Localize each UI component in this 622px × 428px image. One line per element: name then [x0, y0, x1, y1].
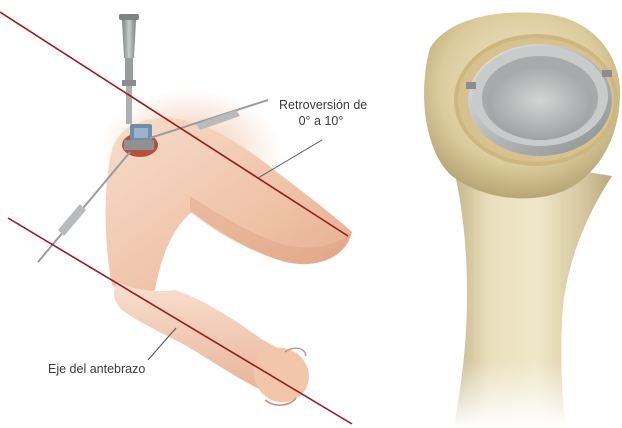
implant-notch-right — [602, 70, 612, 77]
implant-cup — [488, 68, 592, 140]
retroversion-label-line1: Retroversión de — [279, 98, 367, 112]
retroversion-label: Retroversión de 0° a 10° — [279, 97, 363, 129]
shaft-fade — [440, 360, 622, 428]
retroversion-label-line2: 0° a 10° — [279, 113, 363, 129]
forearm-axis-label: Eje del antebrazo — [48, 361, 145, 377]
implant-notch-left — [466, 82, 476, 89]
